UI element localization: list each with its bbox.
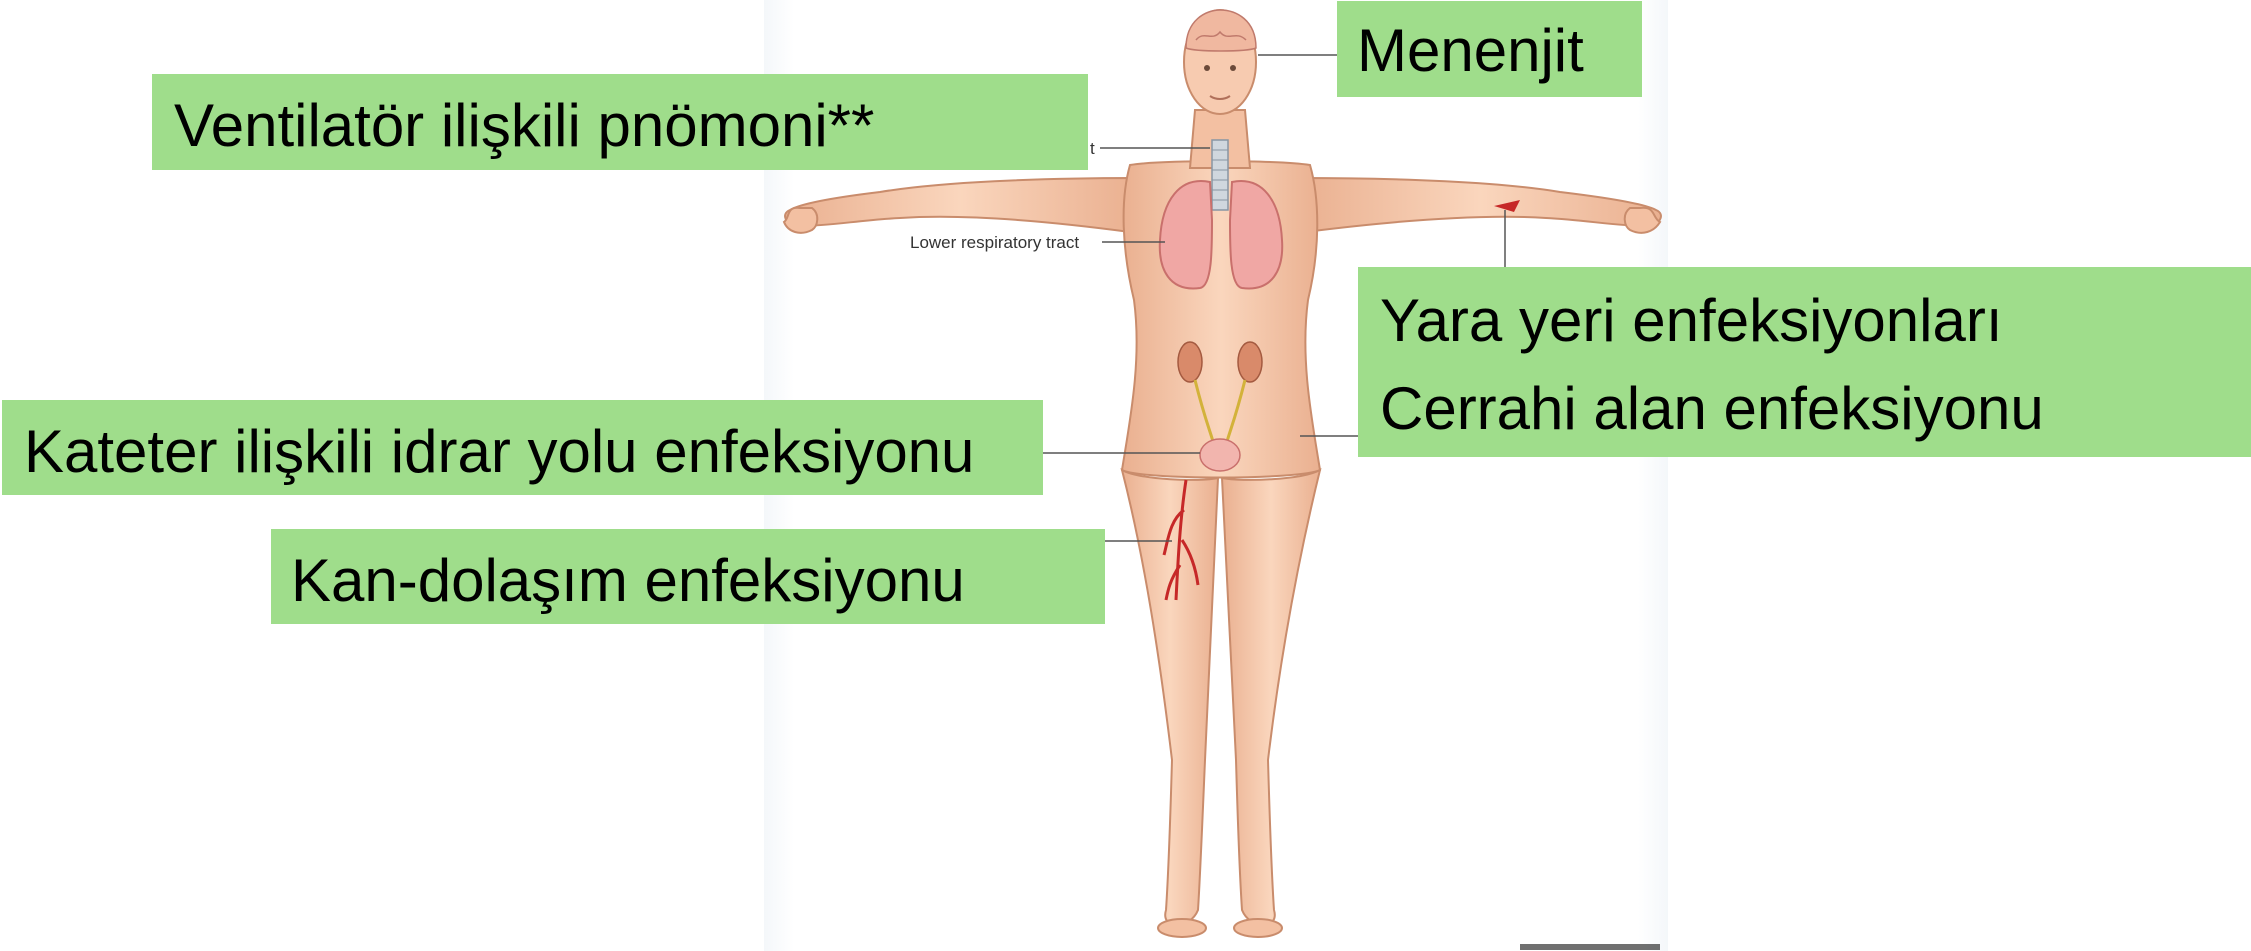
left-leg — [1122, 470, 1218, 925]
label-catheter-uti: Kateter ilişkili idrar yolu enfeksiyonu — [2, 400, 1043, 495]
label-bloodstream-infection: Kan-dolaşım enfeksiyonu — [271, 529, 1105, 624]
left-hand — [784, 208, 817, 233]
label-bloodstream-infection-text: Kan-dolaşım enfeksiyonu — [291, 551, 1105, 611]
upper-tract-label: t — [1090, 139, 1095, 158]
label-wound-line1: Yara yeri enfeksiyonları — [1380, 291, 2251, 351]
label-wound-infections: Yara yeri enfeksiyonları Cerrahi alan en… — [1358, 267, 2251, 457]
label-meningitis: Menenjit — [1337, 1, 1642, 97]
label-ventilator-pneumonia: Ventilatör ilişkili pnömoni** — [152, 74, 1088, 170]
left-kidney — [1178, 342, 1202, 382]
right-kidney — [1238, 342, 1262, 382]
label-ventilator-pneumonia-text: Ventilatör ilişkili pnömoni** — [174, 96, 1088, 156]
lower-respiratory-tract-label: Lower respiratory tract — [910, 233, 1079, 252]
right-leg — [1222, 470, 1320, 925]
label-wound-line2: Cerrahi alan enfeksiyonu — [1380, 379, 2251, 439]
label-meningitis-text: Menenjit — [1357, 21, 1642, 81]
left-arm — [785, 178, 1135, 232]
bladder — [1200, 439, 1240, 471]
brain — [1186, 10, 1256, 51]
source-watermark — [1520, 944, 1660, 950]
right-arm — [1300, 178, 1661, 232]
label-catheter-uti-text: Kateter ilişkili idrar yolu enfeksiyonu — [24, 422, 1043, 482]
